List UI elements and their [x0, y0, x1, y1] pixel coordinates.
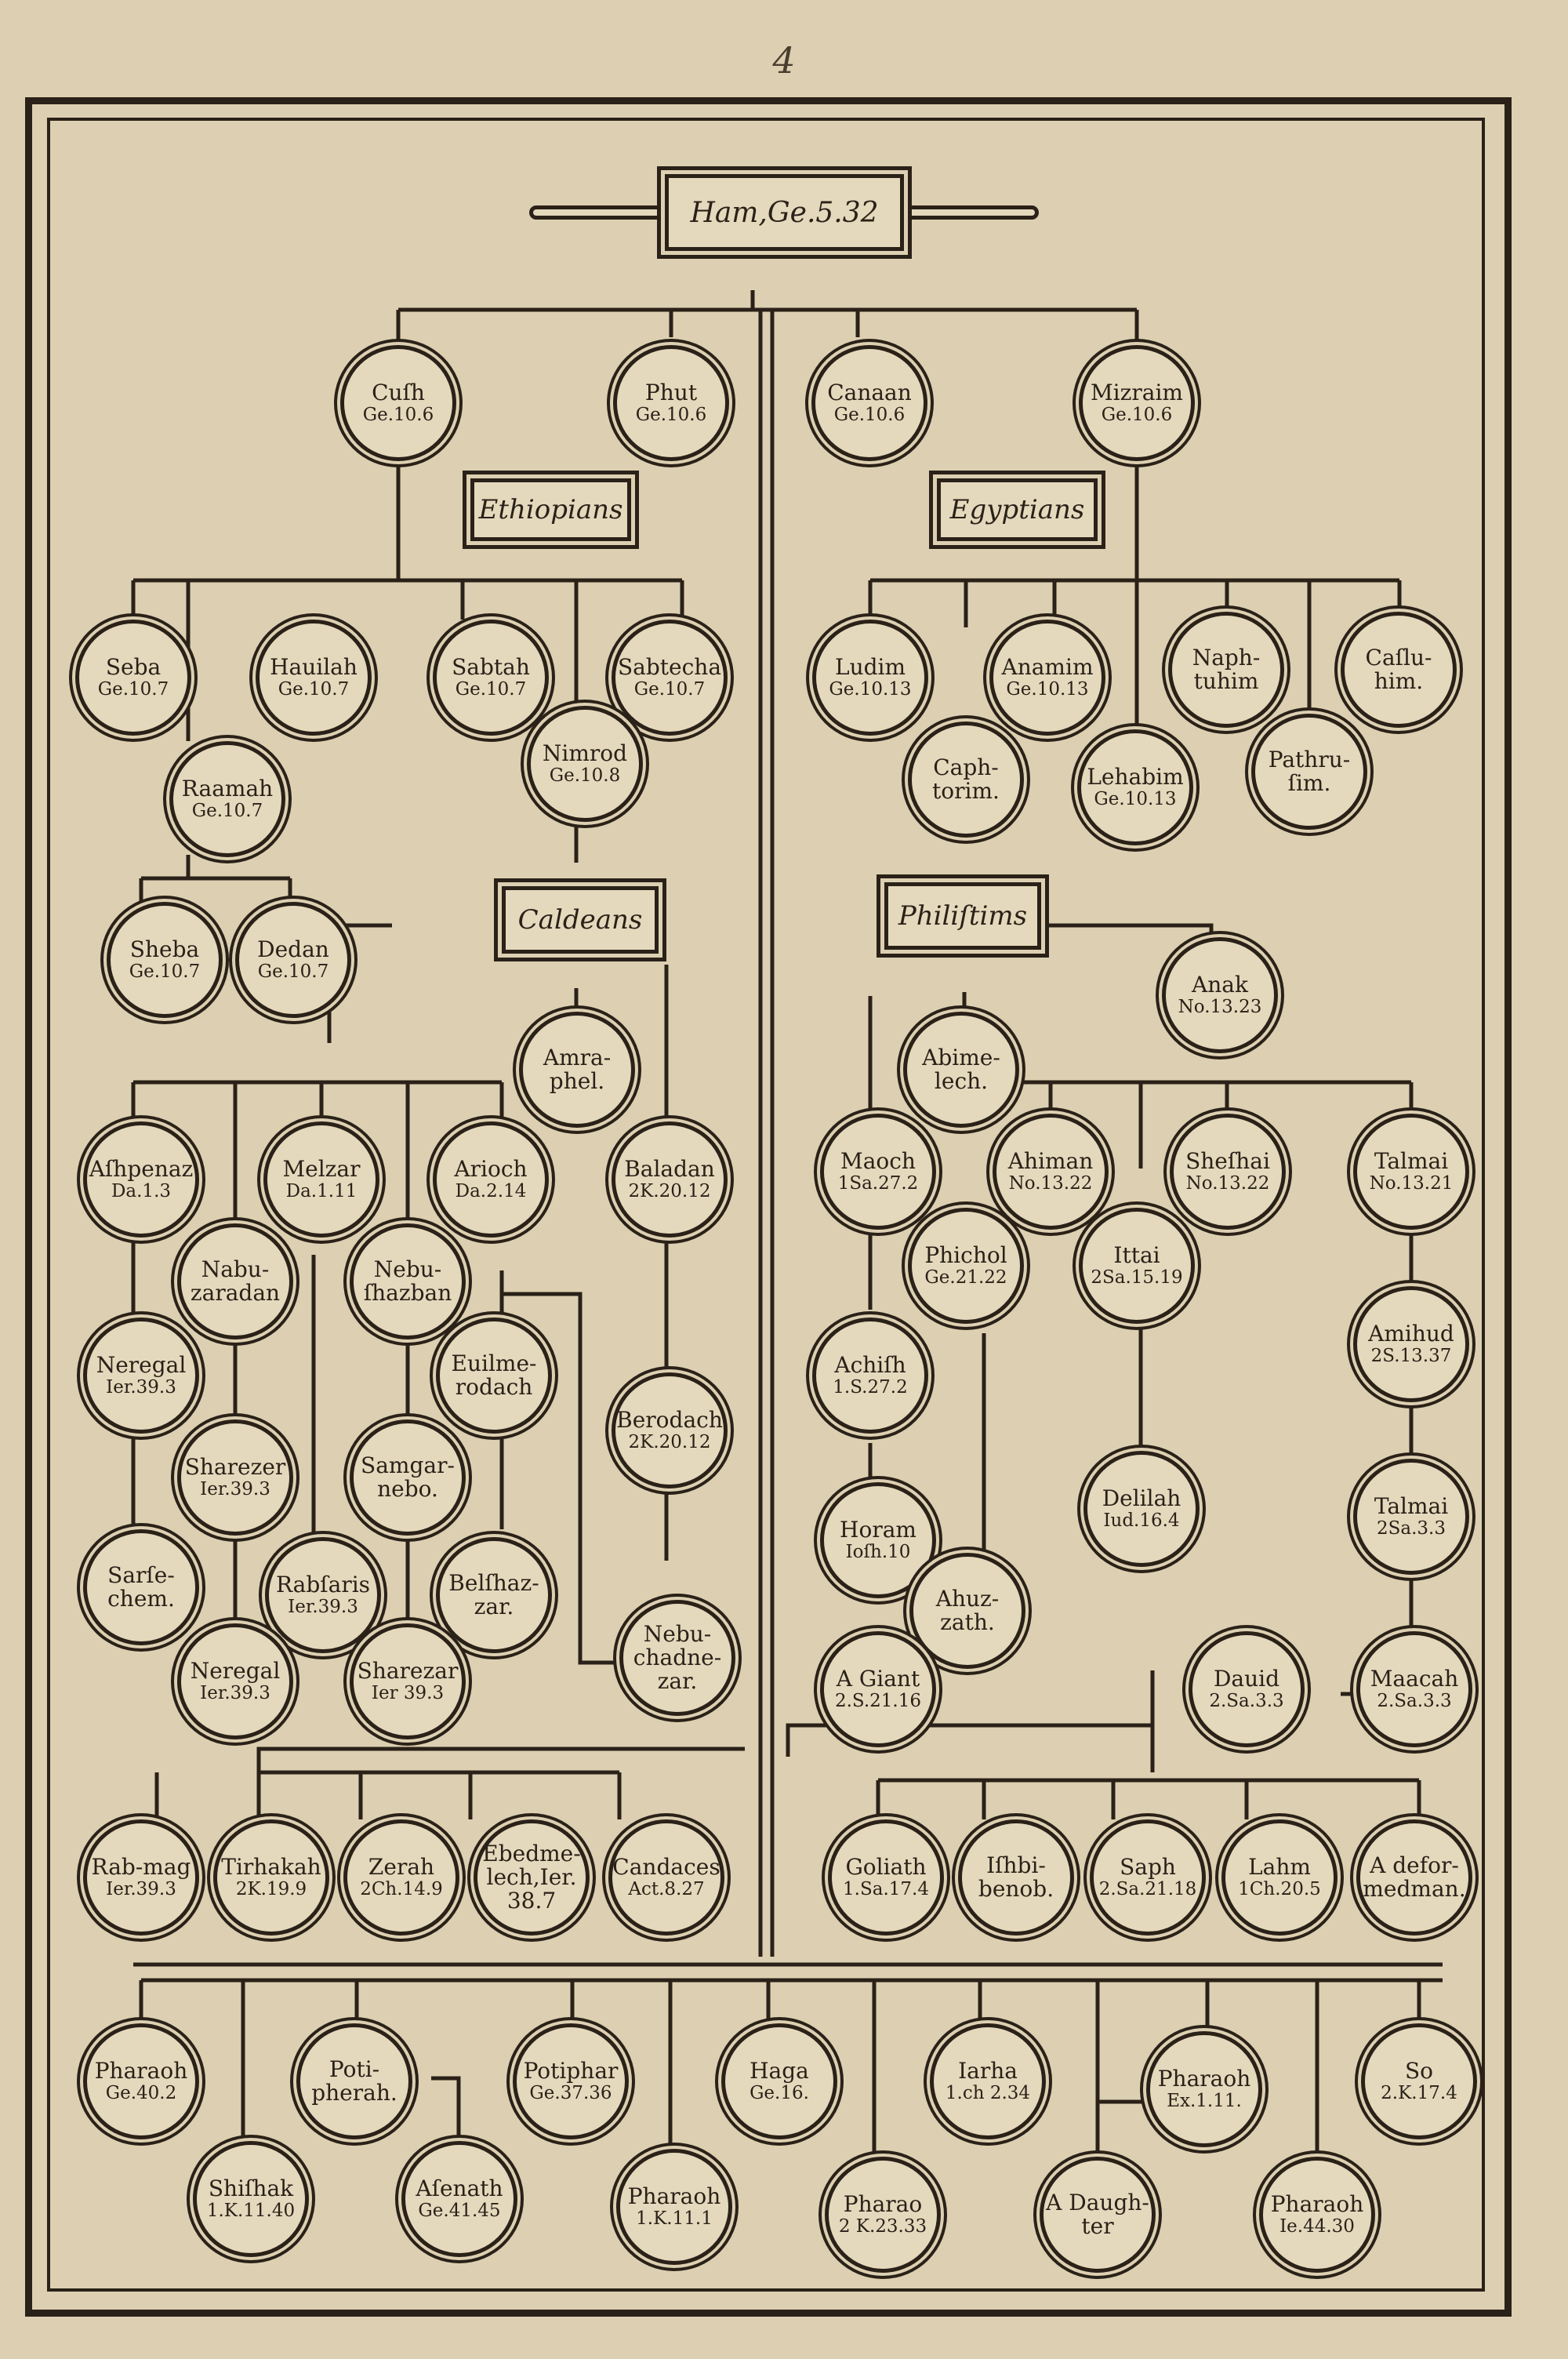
node-samgarnebo: Samgar- nebo.	[350, 1419, 466, 1536]
ham-plaque: Ham,Ge.5.32	[665, 174, 904, 251]
node-adeformedman: A defor- medman.	[1356, 1819, 1472, 1936]
caldeans-plaque: Caldeans	[502, 886, 659, 954]
philistims-plaque: Philiſtims	[884, 882, 1041, 950]
node-caphtorim: Caph- torim.	[908, 722, 1024, 838]
node-adaughter: A Daugh- ter	[1040, 2157, 1156, 2273]
node-nebuchadnezzar: Nebu- chadne- zar.	[619, 1600, 735, 1716]
node-euilmerodach: Euilme- rodach	[436, 1318, 552, 1434]
ham-wing-left	[529, 205, 670, 220]
node-belshazzar: Belſhaz- zar.	[436, 1537, 552, 1653]
page-number: 4	[772, 39, 796, 82]
outer-border	[25, 97, 1512, 2317]
ham-wing-right	[898, 205, 1039, 220]
node-nebushazban: Nebu- ſhazban	[350, 1223, 466, 1339]
node-potipherah: Poti- pherah.	[296, 2023, 412, 2139]
node-pathrusim: Pathru- ſim.	[1251, 714, 1367, 830]
inner-border	[47, 118, 1485, 2292]
node-amraphel: Amra- phel.	[519, 1012, 635, 1128]
node-ahuzzath: Ahuz- zath.	[909, 1553, 1025, 1669]
ethiopians-plaque: Ethiopians	[470, 478, 631, 541]
node-ishbibenob: Iſhbi- benob.	[958, 1819, 1074, 1936]
node-nebuzaradan: Nabu- zaradan	[177, 1223, 293, 1339]
node-naphtuhim: Naph- tuhim	[1168, 612, 1284, 728]
node-casluhim: Caſlu- him.	[1341, 612, 1457, 728]
node-sarsechem: Sarſe- chem.	[83, 1529, 199, 1645]
node-abimelech: Abime- lech.	[903, 1012, 1019, 1128]
egyptians-plaque: Egyptians	[937, 478, 1098, 541]
node-ebedmelech: Ebedme- lech,Ier. 38.7	[474, 1819, 590, 1936]
